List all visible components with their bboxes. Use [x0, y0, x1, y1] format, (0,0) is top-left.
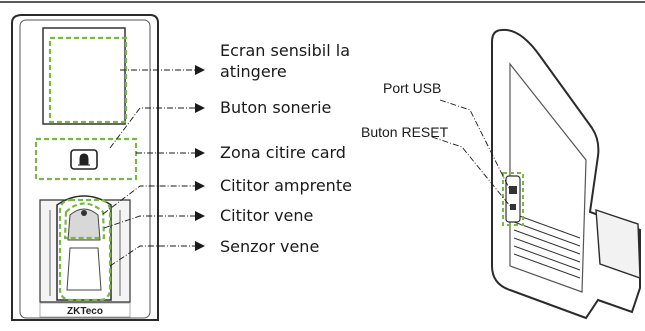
- leader-fingerprint: [102, 181, 205, 215]
- device-side-body: [491, 28, 641, 320]
- side-grille: [513, 213, 581, 279]
- fingerprint-led: [81, 210, 87, 216]
- bell-icon: [78, 153, 90, 166]
- device-front-bezel: [19, 19, 151, 319]
- side-port-panel: [505, 175, 521, 223]
- label-doorbell: Buton sonerie: [220, 98, 332, 117]
- brand-logo: ZKTeco: [67, 306, 103, 317]
- leader-lines: [102, 65, 205, 267]
- highlight-card: [34, 137, 138, 181]
- label-screen-line2: atingere: [220, 62, 287, 81]
- brand-plate: [39, 302, 131, 318]
- device-side-view: [491, 28, 641, 320]
- vein-window: [66, 247, 102, 291]
- leader-vein-reader: [103, 211, 205, 229]
- highlight-fingerprint: [63, 202, 106, 240]
- label-reset: Buton RESET: [361, 124, 449, 140]
- device-front-view: ZKTeco: [11, 14, 159, 321]
- label-vein-reader: Cititor vene: [220, 206, 314, 225]
- highlight-group: [34, 36, 138, 302]
- fingerprint-window: [67, 208, 101, 241]
- label-vein-sensor: Senzor vene: [220, 237, 320, 256]
- leader-reset: [431, 136, 511, 207]
- reset-button: [510, 204, 516, 210]
- side-leader-lines: [431, 99, 511, 207]
- side-bracket: [595, 209, 641, 279]
- leader-doorbell: [109, 103, 205, 149]
- highlight-side-ports: [502, 172, 524, 226]
- leader-usb: [439, 99, 510, 189]
- label-screen-line1: Ecran sensibil la: [220, 41, 350, 60]
- label-usb: Port USB: [383, 80, 442, 96]
- usb-port: [509, 186, 517, 194]
- highlight-vein-sensor: [58, 198, 112, 302]
- device-screen: [42, 27, 126, 125]
- label-card: Zona citire card: [220, 143, 346, 162]
- leader-vein-sensor: [109, 241, 205, 267]
- label-fingerprint: Cititor amprente: [220, 176, 352, 195]
